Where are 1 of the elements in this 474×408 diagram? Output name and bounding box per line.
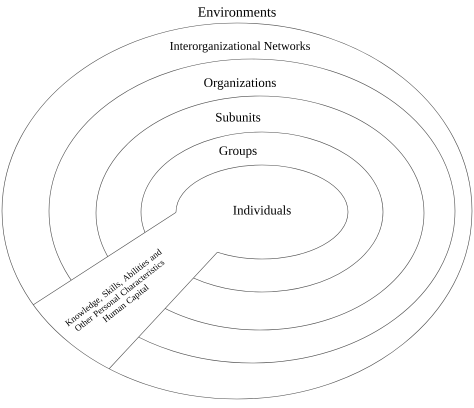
heading: Environments <box>198 7 276 17</box>
